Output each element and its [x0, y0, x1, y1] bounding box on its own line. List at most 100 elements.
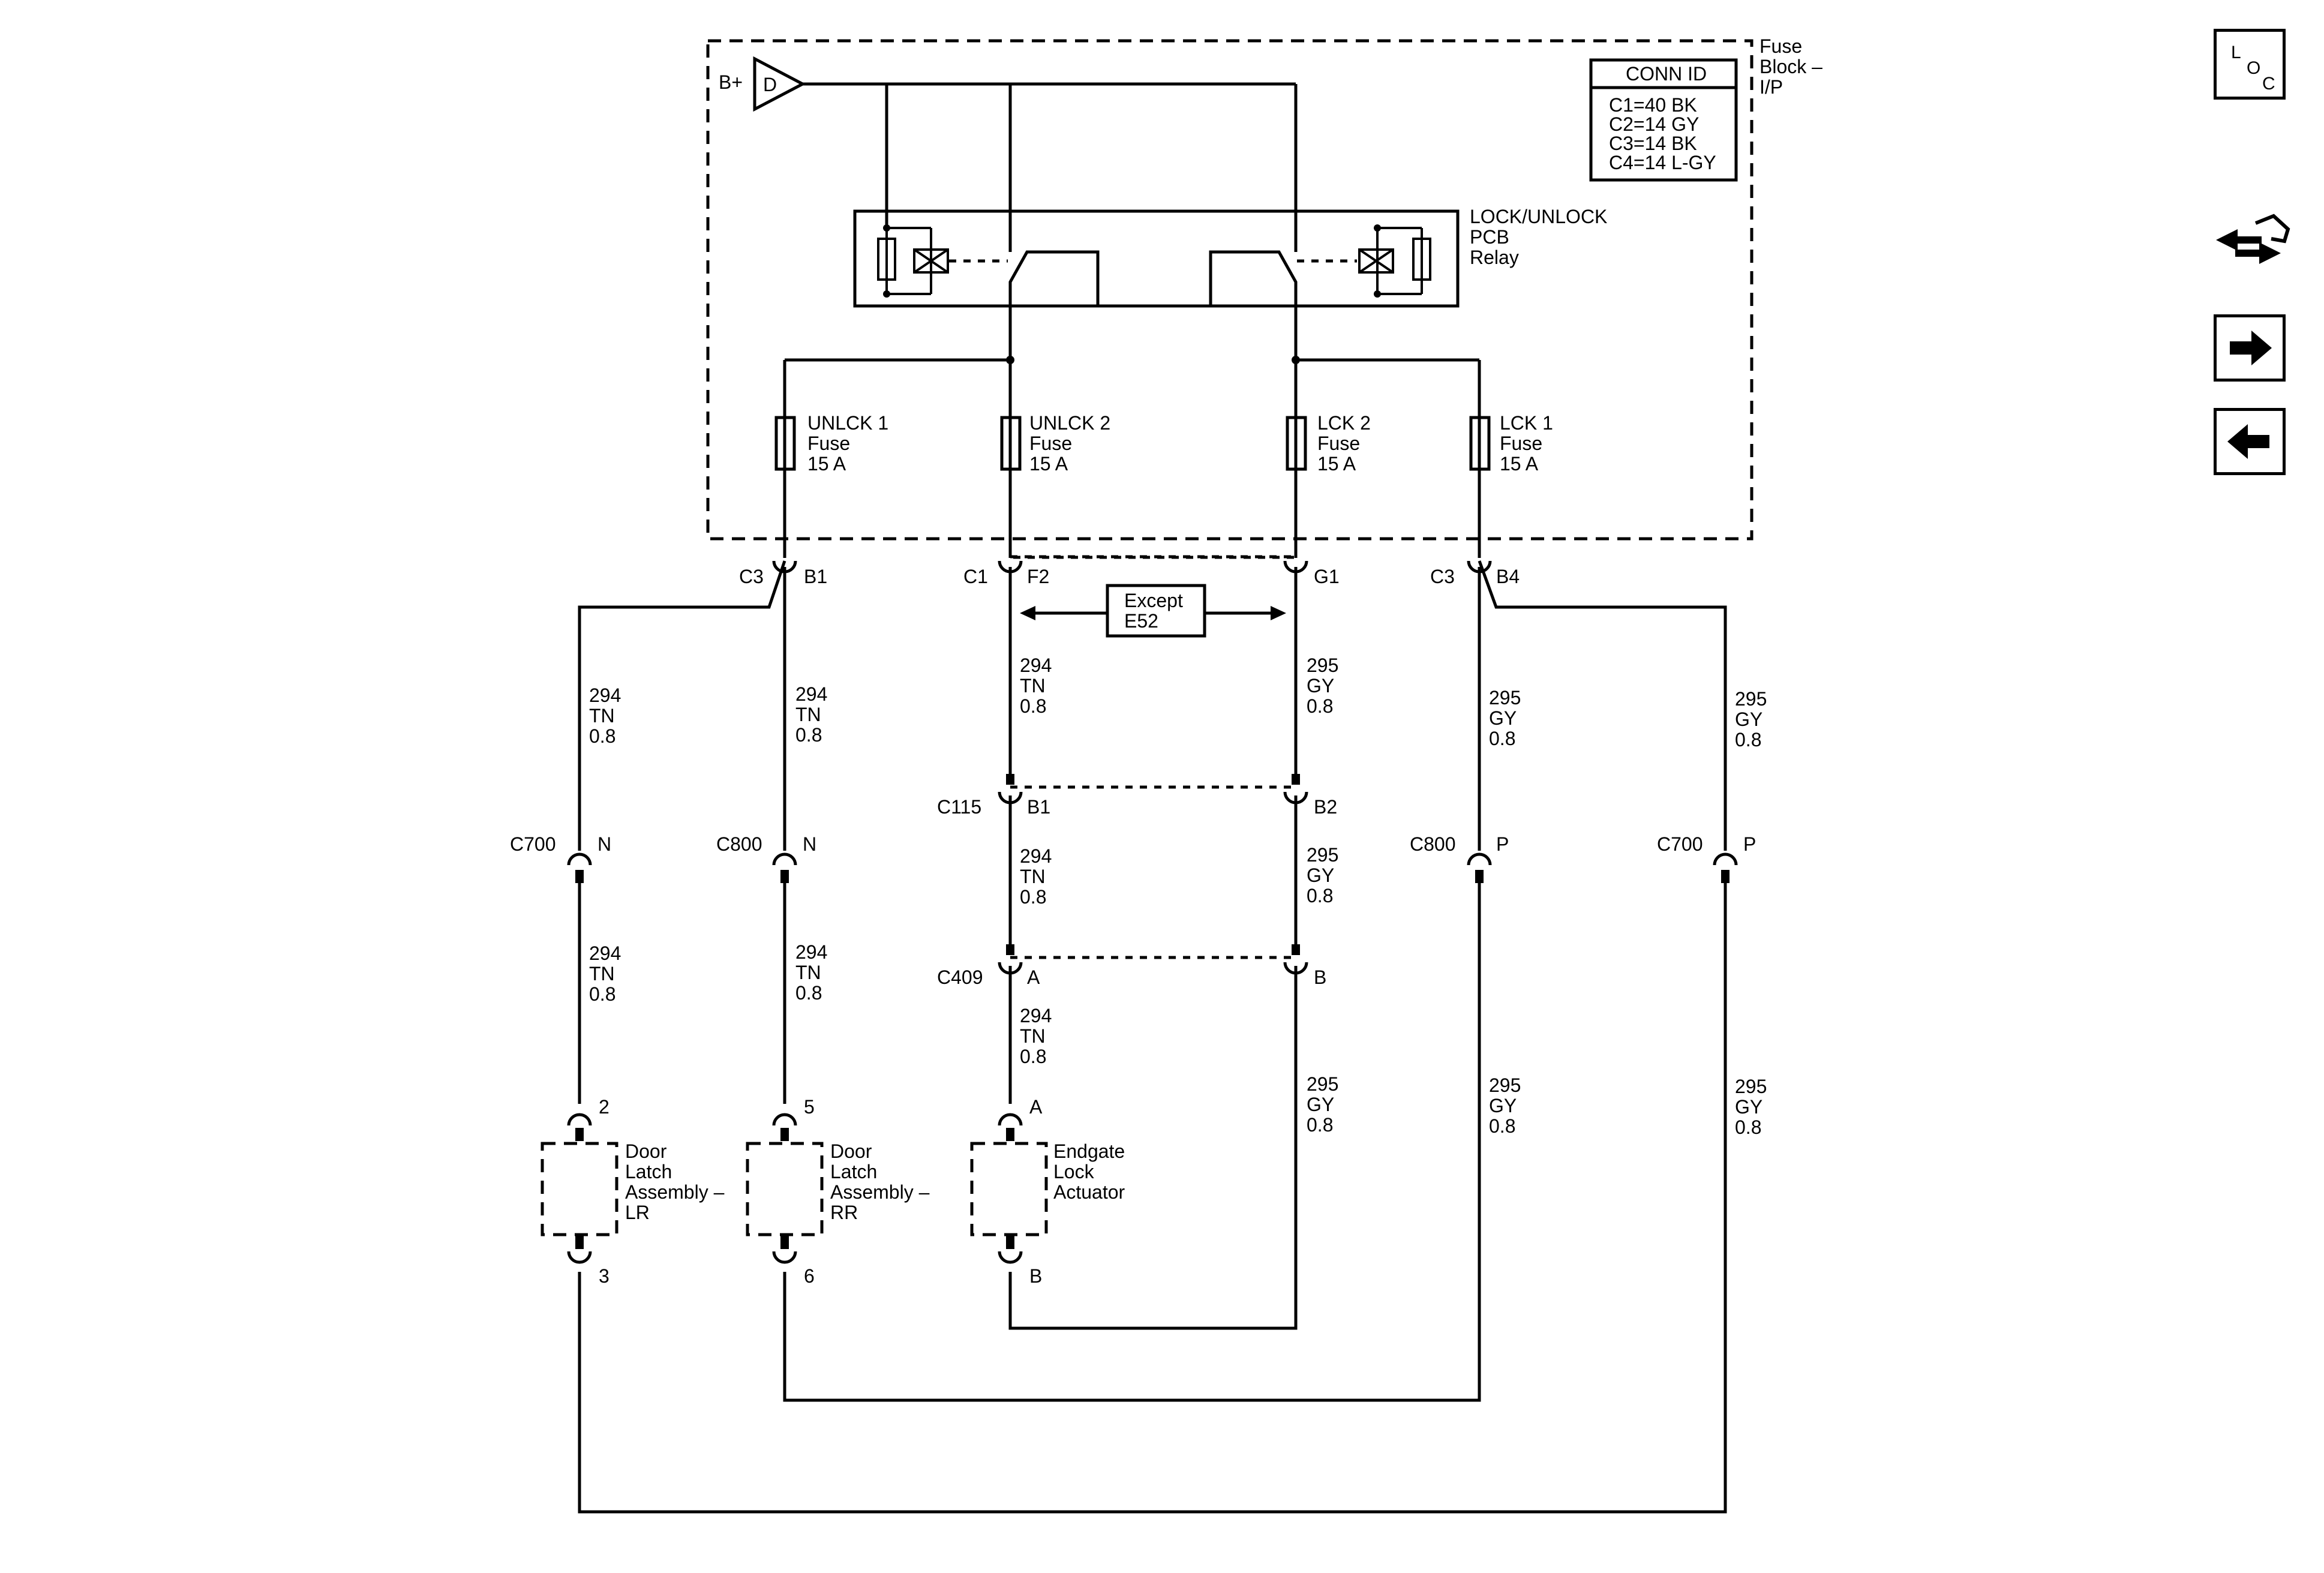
wire-circuit: 294	[1020, 655, 1052, 676]
wire-size: 0.8	[1735, 729, 1761, 751]
fuse-unlck1	[774, 360, 796, 558]
wire-circuit: 295	[1307, 844, 1338, 866]
wire-circuit: 295	[1735, 1076, 1767, 1097]
wire-color: GY	[1489, 707, 1517, 729]
previous-page-button[interactable]	[2214, 408, 2286, 475]
loc-letter-o: O	[2247, 58, 2261, 78]
wire-size: 0.8	[1020, 886, 1046, 908]
endgate-lock-actuator	[970, 1113, 1048, 1264]
wire-color: TN	[1020, 1025, 1046, 1047]
conn-c700-right-pin: P	[1743, 833, 1756, 855]
rr-label: Assembly –	[830, 1181, 930, 1203]
wire-labels-gy: 295 GY 0.8 295 GY 0.8 295 GY 0.8 295 GY …	[1307, 655, 1767, 1138]
lr-label: LR	[625, 1202, 650, 1223]
wire-color: TN	[589, 963, 615, 984]
wire-circuit: 295	[1489, 687, 1521, 709]
wire-circuit: 295	[1489, 1074, 1521, 1096]
except-e52-label-2: E52	[1124, 610, 1158, 632]
wire-circuit: 294	[795, 941, 827, 963]
locator-button[interactable]: L O C	[2214, 29, 2286, 100]
wire-circuit: 294	[1020, 845, 1052, 867]
lr-pin-bot: 3	[599, 1265, 609, 1287]
lr-label: Latch	[625, 1161, 672, 1182]
fuse-label: LCK 1	[1500, 412, 1553, 434]
fuse-label: Fuse	[1029, 433, 1072, 454]
next-page-button[interactable]	[2214, 314, 2286, 382]
bplus-label: B+	[719, 71, 743, 93]
wire-size: 0.8	[589, 725, 615, 747]
wire-size: 0.8	[1020, 695, 1046, 717]
eg-pin-top: A	[1029, 1096, 1043, 1118]
conn-id-title: CONN ID	[1626, 63, 1707, 85]
wire-size: 0.8	[1735, 1116, 1761, 1138]
wire-color: GY	[1489, 1095, 1517, 1116]
wire-size: 0.8	[1307, 885, 1333, 906]
conn-b1: B1	[804, 566, 827, 587]
conn-c409: C409	[937, 966, 983, 988]
rr-label: Door	[830, 1140, 872, 1162]
wire-color: GY	[1307, 675, 1334, 697]
conn-f2: F2	[1027, 566, 1049, 587]
conn-id-row: C3=14 BK	[1609, 133, 1697, 154]
connector-symbols-top	[772, 560, 1492, 574]
conn-id-row: C2=14 GY	[1609, 113, 1699, 135]
fuse-label: UNLCK 2	[1029, 412, 1110, 434]
conn-id-row: C4=14 L-GY	[1609, 152, 1716, 173]
fuse-label: Fuse	[807, 433, 850, 454]
relay-label-1: LOCK/UNLOCK	[1470, 206, 1607, 227]
wire-color: TN	[589, 705, 615, 727]
conn-c409-b: B	[1314, 966, 1326, 988]
fuse-label: Fuse	[1500, 433, 1542, 454]
rr-label: RR	[830, 1202, 858, 1223]
fuse-label: LCK 2	[1317, 412, 1371, 434]
conn-c115-b2: B2	[1314, 796, 1337, 818]
wire-circuit: 294	[1020, 1005, 1052, 1026]
conn-c800-right: C800	[1410, 833, 1456, 855]
loc-letter-c: C	[2262, 74, 2275, 94]
wire-size: 0.8	[589, 983, 615, 1005]
conn-c800-left: C800	[716, 833, 762, 855]
fuse-label: 15 A	[1317, 453, 1356, 475]
wire-size: 0.8	[1489, 728, 1515, 749]
fuse-label: 15 A	[1029, 453, 1068, 475]
wire-size: 0.8	[795, 982, 822, 1004]
fuse-lck1	[1469, 360, 1491, 558]
lr-label: Door	[625, 1140, 667, 1162]
lr-label: Assembly –	[625, 1181, 725, 1203]
eg-label: Endgate	[1053, 1140, 1125, 1162]
conn-c1: C1	[963, 566, 988, 587]
wire-size: 0.8	[1020, 1046, 1046, 1067]
bplus-symbol	[753, 56, 806, 112]
wire-size: 0.8	[795, 724, 822, 746]
rr-pin-top: 5	[804, 1096, 815, 1118]
wire-color: TN	[1020, 866, 1046, 887]
conn-c800-left-pin: N	[803, 833, 816, 855]
eg-label: Actuator	[1053, 1181, 1125, 1203]
wire-color: GY	[1735, 709, 1762, 730]
door-latch-rr	[746, 1113, 824, 1264]
wire-labels-tn: 294 TN 0.8 294 TN 0.8 294 TN 0.8 294 TN …	[589, 655, 1052, 1067]
except-e52-label-1: Except	[1124, 590, 1183, 611]
fuse-label: 15 A	[807, 453, 846, 475]
pcb-relay	[853, 209, 1460, 360]
arrow-right-icon	[2230, 331, 2272, 365]
connector-swap-icon[interactable]	[2214, 211, 2290, 277]
lr-pin-top: 2	[599, 1096, 609, 1118]
wire-color: GY	[1735, 1096, 1762, 1118]
except-e52-box	[1106, 584, 1206, 638]
conn-g1: G1	[1314, 566, 1340, 587]
conn-c3-left: C3	[739, 566, 764, 587]
conn-c700-left-pin: N	[597, 833, 611, 855]
fuse-unlck2	[1000, 360, 1022, 558]
fuse-block-label-2: Block –	[1759, 56, 1822, 77]
fuse-label: UNLCK 1	[807, 412, 888, 434]
wire-circuit: 295	[1307, 1073, 1338, 1095]
conn-c409-a: A	[1027, 966, 1040, 988]
door-latch-lr	[541, 1113, 618, 1264]
wire-size: 0.8	[1307, 695, 1333, 717]
wire-color: TN	[795, 704, 821, 725]
bplus-symbol-letter: D	[763, 74, 777, 95]
arrow-left-icon	[2227, 424, 2269, 459]
relay-label-2: PCB	[1470, 226, 1509, 248]
